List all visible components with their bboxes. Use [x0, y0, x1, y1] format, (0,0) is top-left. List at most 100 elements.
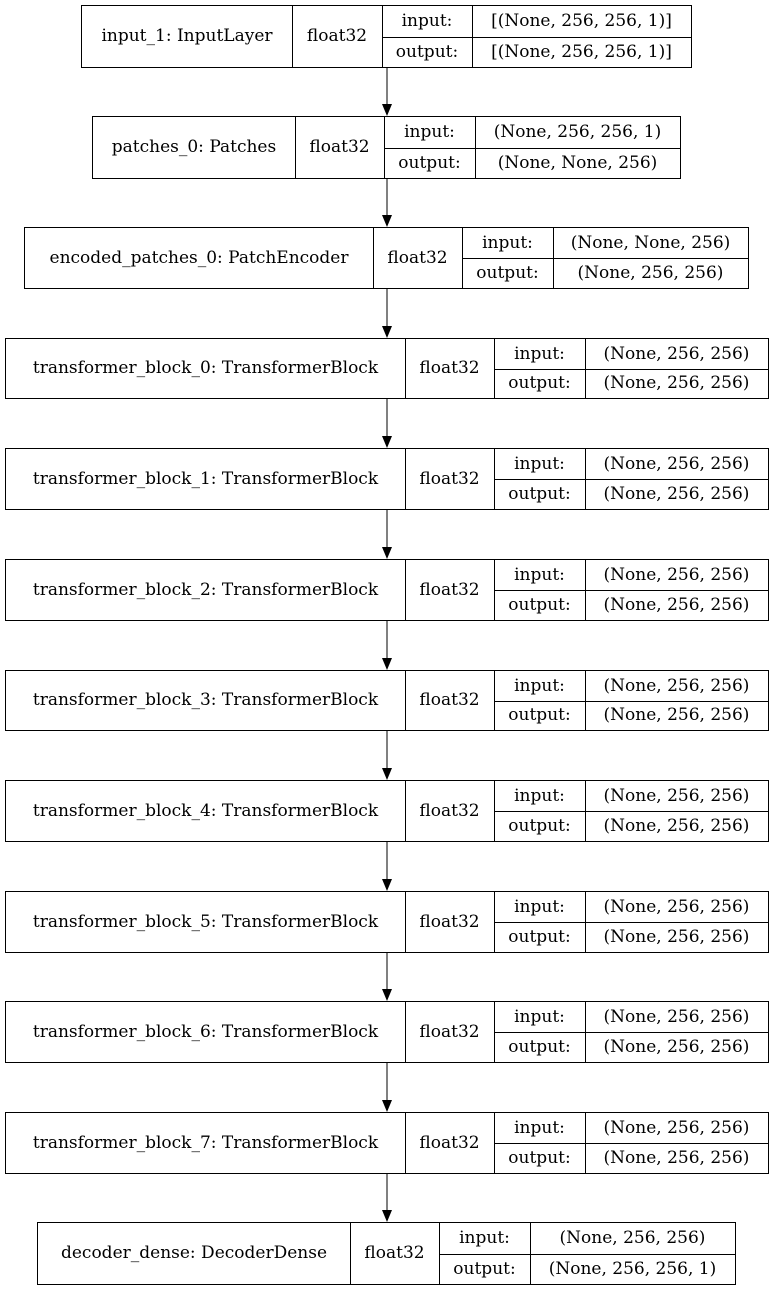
input-label: input: — [514, 785, 565, 806]
input-shape: (None, 256, 256) — [603, 896, 750, 917]
arrow-head-icon — [382, 1210, 392, 1222]
output-label: output: — [395, 41, 459, 62]
cell-divider — [405, 671, 406, 730]
input-label: input: — [514, 343, 565, 364]
row-divider — [494, 811, 768, 812]
cell-divider — [405, 781, 406, 841]
arrow-head-icon — [382, 989, 392, 1001]
input-shape: (None, None, 256) — [570, 232, 731, 253]
input-shape: (None, 256, 256) — [603, 564, 750, 585]
input-label: input: — [514, 453, 565, 474]
row-divider — [494, 1032, 768, 1033]
input-shape: (None, 256, 256) — [559, 1228, 706, 1248]
layer-dtype: float32 — [364, 1243, 425, 1263]
layer-name: transformer_block_3: TransformerBlock — [32, 690, 379, 710]
input-label: input: — [514, 896, 565, 917]
input-shape: (None, 256, 256) — [603, 1117, 750, 1138]
layer-name: transformer_block_5: TransformerBlock — [32, 911, 379, 932]
cell-divider — [292, 6, 293, 67]
cell-divider — [295, 117, 296, 178]
layer-name: input_1: InputLayer — [101, 26, 273, 46]
cell-divider — [530, 1223, 531, 1284]
row-divider — [494, 922, 768, 923]
input-label: input: — [514, 564, 565, 585]
output-label: output: — [453, 1258, 516, 1279]
input-label: input: — [459, 1228, 510, 1248]
layer-node: transformer_block_2: TransformerBlock flo… — [5, 559, 769, 621]
layer-dtype: float32 — [419, 358, 480, 378]
cell-divider — [405, 1113, 406, 1173]
input-label: input: — [514, 675, 565, 696]
cell-divider — [405, 449, 406, 509]
cell-divider — [405, 1002, 406, 1062]
layer-node: transformer_block_0: TransformerBlock flo… — [5, 338, 769, 399]
output-shape: [(None, 256, 256, 1)] — [491, 41, 672, 62]
arrow-head-icon — [382, 879, 392, 891]
cell-divider — [439, 1223, 440, 1284]
output-label: output: — [508, 483, 571, 504]
output-shape: (None, 256, 256, 1) — [548, 1258, 717, 1279]
layer-name: transformer_block_0: TransformerBlock — [32, 358, 379, 378]
layer-dtype: float32 — [419, 579, 480, 600]
output-label: output: — [508, 373, 571, 393]
layer-node: encoded_patches_0: PatchEncoder float32 in… — [24, 227, 749, 289]
layer-node: transformer_block_7: TransformerBlock flo… — [5, 1112, 769, 1174]
input-label: input: — [482, 232, 533, 253]
input-shape: (None, 256, 256) — [603, 343, 750, 364]
cell-divider — [494, 339, 495, 398]
input-shape: (None, 256, 256) — [603, 453, 750, 474]
input-label: input: — [514, 1117, 565, 1138]
cell-divider — [384, 117, 385, 178]
row-divider — [382, 37, 691, 38]
row-divider — [494, 701, 768, 702]
cell-divider — [405, 892, 406, 952]
input-label: input: — [401, 11, 453, 31]
layer-dtype: float32 — [306, 26, 368, 46]
output-shape: (None, 256, 256) — [577, 262, 724, 283]
arrow-head-icon — [382, 326, 392, 338]
layer-name: transformer_block_2: TransformerBlock — [32, 579, 379, 600]
cell-divider — [373, 228, 374, 288]
cell-divider — [350, 1223, 351, 1284]
layer-name: transformer_block_4: TransformerBlock — [32, 800, 379, 821]
arrow-head-icon — [382, 104, 392, 116]
layer-node: transformer_block_5: TransformerBlock flo… — [5, 891, 769, 953]
output-shape: (None, 256, 256) — [603, 1036, 750, 1057]
row-divider — [384, 148, 680, 149]
layer-node: transformer_block_6: TransformerBlock flo… — [5, 1001, 769, 1063]
cell-divider — [494, 671, 495, 730]
row-divider — [494, 1143, 768, 1144]
layer-dtype: float32 — [387, 247, 448, 268]
layer-name: patches_0: Patches — [111, 137, 277, 157]
cell-divider — [472, 6, 473, 67]
row-divider — [494, 590, 768, 591]
layer-name: encoded_patches_0: PatchEncoder — [49, 247, 349, 268]
layer-dtype: float32 — [419, 1021, 480, 1042]
output-label: output: — [398, 152, 461, 173]
layer-dtype: float32 — [309, 137, 370, 157]
input-shape: [(None, 256, 256, 1)] — [491, 11, 672, 31]
output-label: output: — [508, 1147, 571, 1168]
layer-dtype: float32 — [419, 1132, 480, 1153]
layer-dtype: float32 — [419, 911, 480, 932]
cell-divider — [585, 339, 586, 398]
layer-node: input_1: InputLayer float32 input: output: [… — [81, 5, 692, 68]
row-divider — [494, 369, 768, 370]
output-label: output: — [508, 1036, 571, 1057]
output-label: output: — [508, 594, 571, 615]
row-divider — [462, 258, 748, 259]
arrow-head-icon — [382, 658, 392, 670]
layer-name: transformer_block_6: TransformerBlock — [32, 1021, 379, 1042]
output-shape: (None, 256, 256) — [603, 705, 750, 725]
cell-divider — [405, 560, 406, 620]
arrow-head-icon — [382, 547, 392, 559]
arrow-head-icon — [382, 436, 392, 448]
layer-name: transformer_block_7: TransformerBlock — [32, 1132, 379, 1153]
output-shape: (None, 256, 256) — [603, 483, 750, 504]
input-shape: (None, 256, 256) — [603, 1006, 750, 1027]
output-shape: (None, None, 256) — [497, 152, 658, 173]
cell-divider — [382, 6, 383, 67]
output-shape: (None, 256, 256) — [603, 926, 750, 947]
